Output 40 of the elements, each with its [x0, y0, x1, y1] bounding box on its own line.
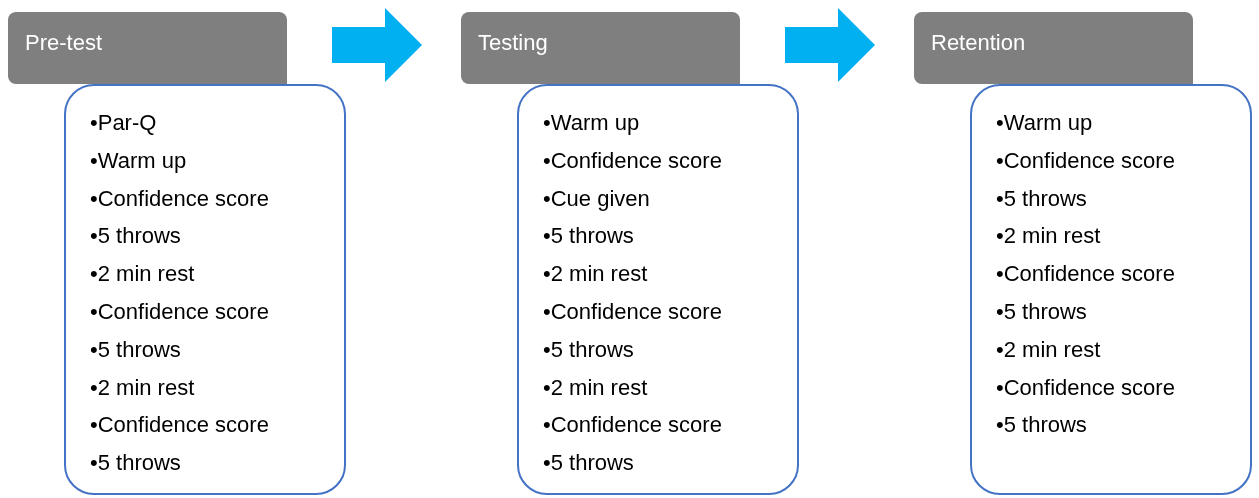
step-item: •5 throws: [996, 411, 1087, 440]
stage-title: Testing: [478, 29, 548, 57]
stage-title: Retention: [931, 29, 1026, 57]
step-item: •Warm up: [90, 146, 187, 175]
step-item: •Confidence score: [90, 298, 269, 326]
step-item: •Par-Q: [90, 109, 157, 137]
stage-header-box: [461, 12, 740, 84]
step-item: •5 throws: [90, 222, 181, 251]
step-item: •5 throws: [90, 335, 181, 364]
step-item: •Confidence score: [90, 411, 269, 440]
step-item: •Confidence score: [543, 146, 722, 175]
step-item: •Warm up: [996, 109, 1093, 137]
step-item: •5 throws: [996, 184, 1087, 213]
stage-header-box: [8, 12, 287, 84]
stage-header-box: [914, 12, 1193, 84]
step-item: •Warm up: [543, 109, 640, 137]
step-item: •5 throws: [543, 222, 634, 251]
step-item: •Confidence score: [90, 184, 269, 213]
step-item: •5 throws: [543, 335, 634, 364]
step-item: •5 throws: [543, 449, 634, 478]
step-item: •Confidence score: [543, 411, 722, 440]
step-item: •Cue given: [543, 184, 650, 213]
block-arrow: [332, 8, 422, 82]
step-item: •Confidence score: [996, 260, 1175, 289]
step-item: •2 min rest: [90, 260, 195, 289]
block-arrow: [785, 8, 875, 82]
step-item: •Confidence score: [543, 298, 722, 326]
step-item: •2 min rest: [996, 222, 1101, 251]
stage-title: Pre-test: [25, 29, 103, 57]
step-item: •5 throws: [996, 298, 1087, 326]
step-item: •2 min rest: [543, 260, 648, 289]
steps-list-box: [64, 84, 346, 495]
step-item: •2 min rest: [996, 335, 1101, 364]
step-item: •5 throws: [90, 449, 181, 478]
steps-list-box: [970, 84, 1252, 495]
step-item: •Confidence score: [996, 373, 1175, 402]
step-item: •2 min rest: [543, 373, 648, 402]
step-item: •2 min rest: [90, 373, 195, 402]
step-item: •Confidence score: [996, 146, 1175, 175]
steps-list-box: [517, 84, 799, 495]
